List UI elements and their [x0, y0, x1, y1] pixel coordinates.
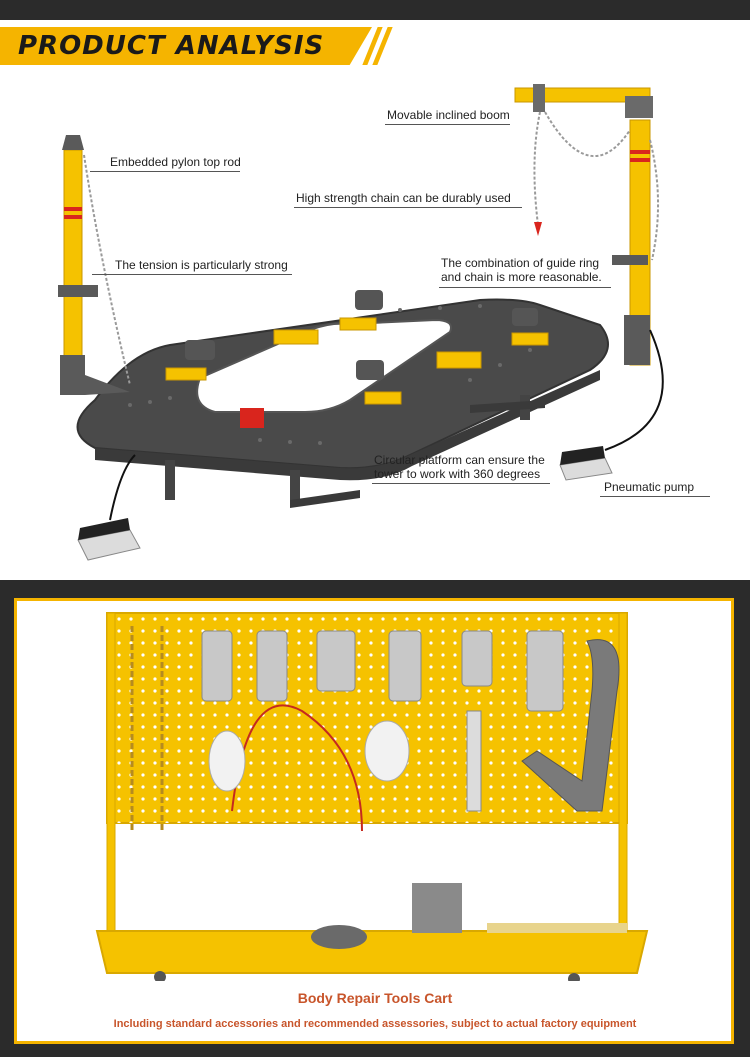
left-pylon-tower: [58, 135, 131, 395]
pneumatic-pump: [77, 329, 664, 561]
callout-line: [600, 496, 710, 497]
frame-machine-illustration: [58, 84, 664, 561]
callout-guide-ring-line1: The combination of guide ring: [441, 256, 600, 270]
pulling-clamps: [201, 630, 564, 712]
tools-cart-illustration: [95, 612, 649, 981]
platform-inner-frame: [196, 318, 452, 413]
right-pylon-tower: [514, 84, 659, 366]
callout-high-strength-chain: High strength chain can be durably used: [296, 191, 511, 205]
callout-pylon-top-rod: Embedded pylon top rod: [110, 155, 241, 169]
callout-line: [90, 171, 240, 172]
callout-line: [294, 207, 522, 208]
platform-clamps: [165, 290, 549, 428]
callout-line: [385, 124, 510, 125]
bottom-tray: [95, 930, 649, 974]
tools-cart-subtitle: Including standard accessories and recom…: [113, 1018, 637, 1030]
callout-line: [372, 483, 550, 484]
callout-platform-line1: Circular platform can ensure the: [374, 453, 545, 467]
callout-movable-boom: Movable inclined boom: [387, 108, 510, 122]
callout-line: [439, 287, 611, 288]
callout-guide-ring-line2: and chain is more reasonable.: [441, 270, 602, 284]
callout-tension: The tension is particularly strong: [115, 258, 288, 272]
page-title: PRODUCT ANALYSIS: [18, 31, 325, 61]
tools-cart-title: Body Repair Tools Cart: [297, 990, 453, 1006]
hook-tool: [521, 639, 620, 812]
callout-platform-line2: tower to work with 360 degrees: [374, 467, 541, 481]
chains: [130, 626, 164, 831]
callout-line: [92, 274, 292, 275]
header-bar: [0, 0, 750, 20]
callout-pneumatic-pump: Pneumatic pump: [604, 480, 695, 494]
title-banner: [0, 27, 372, 65]
